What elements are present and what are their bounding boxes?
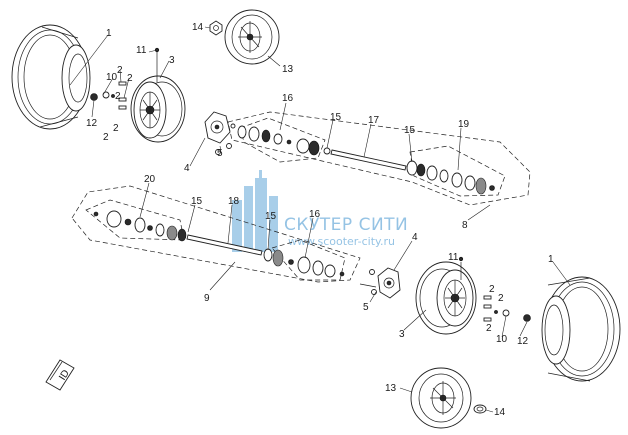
spare-nut-bottom: [473, 404, 487, 414]
callout-bolt-2d: 2: [113, 123, 119, 134]
rim-right: [415, 256, 477, 335]
callout-spare-rim-bottom: 13: [385, 383, 397, 394]
callout-axle-assembly-upper: 8: [462, 220, 468, 231]
tire-front-left: [11, 24, 91, 130]
callout-bolt-2g: 2: [498, 293, 504, 304]
callout-nut-right: 5: [363, 302, 369, 313]
axle-lower: [93, 210, 345, 278]
leader-lines: [69, 26, 571, 413]
callout-boot-kit-upper: 16: [282, 93, 294, 104]
spare-rim-bottom: [410, 367, 472, 429]
callout-bolt-2c: 2: [115, 91, 121, 102]
callout-tire-front-left: 1: [106, 28, 112, 39]
callout-bolt-2f: 2: [489, 284, 495, 295]
callout-boot-kit-lower: 16: [309, 209, 321, 220]
callout-washer-right: 10: [496, 334, 508, 345]
callout-bolt-2a: 2: [117, 65, 123, 76]
callout-shaft-lower: 18: [228, 196, 240, 207]
axle-upper: [237, 125, 495, 195]
callout-clip-upper-b: 15: [404, 125, 416, 136]
direction-marker-label: ID: [57, 368, 72, 382]
callout-stud-left: 11: [136, 45, 147, 56]
callout-spare-nut-bottom: 14: [494, 407, 506, 418]
hardware-right: [483, 295, 531, 322]
callout-hub-right: 4: [412, 232, 418, 243]
inner-joint-kit-outline: [409, 145, 506, 197]
callout-inner-joint-kit: 19: [458, 119, 470, 130]
watermark-title: СКУТЕР СИТИ: [284, 215, 408, 235]
spare-nut-top: [209, 20, 223, 36]
callout-axle-assembly-lower: 9: [204, 293, 210, 304]
axle-assembly-lower-outline: [71, 185, 361, 283]
boot-kit-lower-outline: [271, 239, 346, 281]
callout-clip-lower-a: 15: [191, 196, 203, 207]
callout-cap-left: 12: [86, 118, 98, 129]
callout-nut-left: 5: [217, 148, 223, 159]
callout-bolt-2b: 2: [127, 73, 133, 84]
callout-spare-nut-top: 14: [192, 22, 204, 33]
watermark-city-icon: [232, 170, 278, 252]
watermark: СКУТЕР СИТИ www.scooter-city.ru: [232, 170, 408, 252]
callout-shaft-upper: 17: [368, 115, 380, 126]
tire-rear-right: [541, 276, 621, 382]
callout-washer-left: 10: [106, 72, 118, 83]
callout-bolt-2h: 2: [486, 323, 492, 334]
callout-cap-right: 12: [517, 336, 529, 347]
callout-rim-right: 3: [399, 329, 405, 340]
hardware-left: [90, 47, 236, 155]
hub-right: [359, 267, 401, 299]
callout-bolt-2e: 2: [103, 132, 109, 143]
spare-rim-top: [224, 9, 280, 65]
callout-outer-joint-kit: 20: [144, 174, 156, 185]
watermark-url: www.scooter-city.ru: [288, 235, 395, 248]
callout-labels: 1 11 3 10 2 2 2 2 2 12 14 13 4 5 16 15 1…: [86, 22, 554, 418]
callout-rim-left: 3: [169, 55, 175, 66]
callout-stud-right: 11: [448, 252, 459, 263]
direction-arrow-icon: ID: [45, 359, 75, 391]
callout-clip-upper-a: 15: [330, 112, 342, 123]
hub-left: [204, 111, 231, 144]
callout-tire-rear-right: 1: [548, 254, 554, 265]
axle-assembly-upper-outline: [227, 111, 531, 206]
callout-clip-lower-b: 15: [265, 211, 277, 222]
callout-spare-rim-top: 13: [282, 64, 294, 75]
callout-hub-left: 4: [184, 163, 190, 174]
rim-left: [130, 75, 186, 143]
